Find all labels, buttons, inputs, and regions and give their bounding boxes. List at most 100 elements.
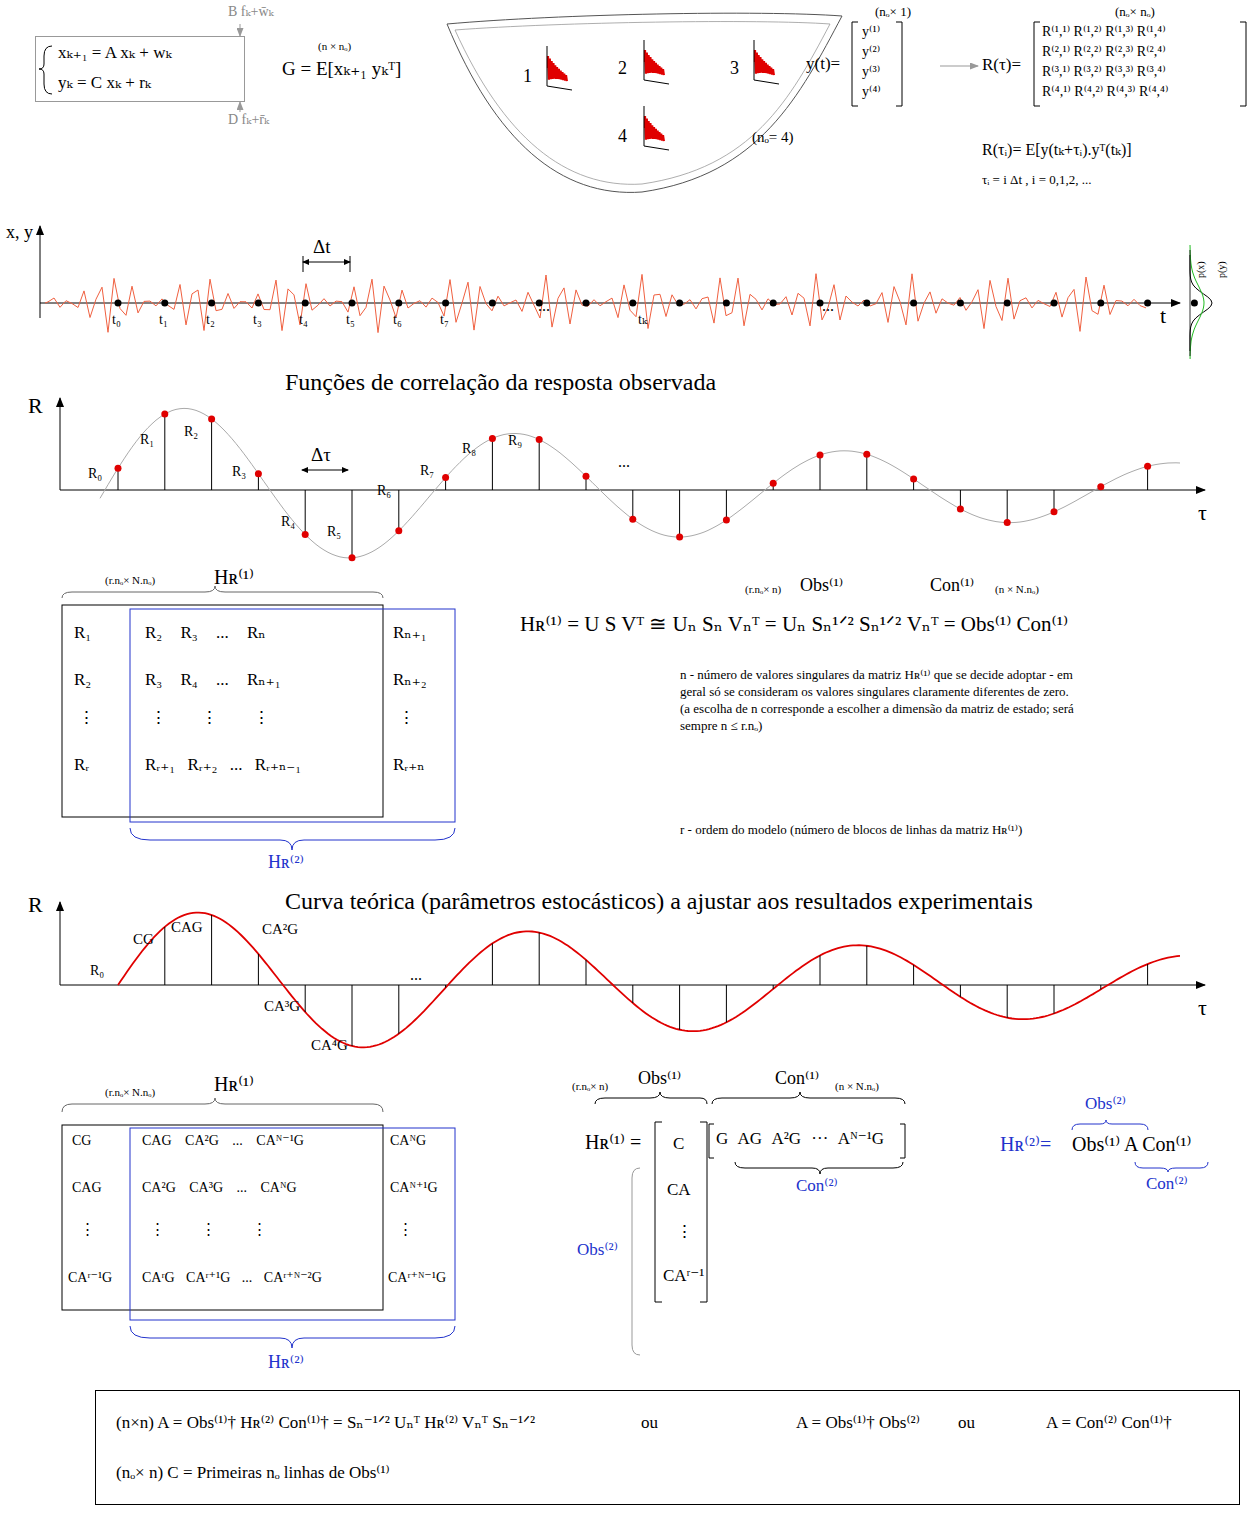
sample-dot [349, 554, 356, 561]
math-label: t₆ [393, 312, 402, 329]
sensor-axis [547, 46, 548, 86]
stem [539, 440, 540, 490]
sample-dot [723, 300, 730, 307]
sample-dot [1004, 519, 1011, 526]
math-label: τᵢ = i Δt , i = 0,1,2, ... [982, 172, 1091, 188]
math-label: t₅ [346, 312, 355, 329]
math-label: R₃ R₄ ... Rₙ₊₁ [145, 670, 281, 690]
structure-outline [447, 13, 842, 192]
structure-inner [455, 22, 830, 185]
stem [1007, 985, 1008, 1018]
math-label: t₀ [112, 312, 121, 329]
sample-dot [302, 531, 309, 538]
math-label: 1 [523, 66, 532, 88]
sample-dot [910, 300, 917, 307]
stem [586, 960, 587, 985]
math-label: ⋮ [398, 708, 415, 728]
stem [492, 438, 493, 490]
formula-text: A = Con⁽²⁾ Con⁽¹⁾† [1046, 1413, 1172, 1433]
axis [60, 902, 61, 985]
sample-dot [676, 534, 683, 541]
brace [632, 1168, 640, 1355]
stem [305, 985, 306, 1012]
math-label: n - número de valores singulares da matr… [680, 666, 1080, 734]
formula-text: yₖ = C xₖ + rₖ [58, 73, 151, 93]
math-label: (nₒ× nₒ) [1115, 4, 1155, 20]
brace [712, 1092, 905, 1104]
math-label: CG [133, 930, 154, 948]
math-label: t [1160, 303, 1166, 329]
bracket [655, 1122, 707, 1302]
math-label: Δτ [311, 444, 331, 467]
sample-dot [629, 300, 636, 307]
sample-dot [442, 474, 449, 481]
sensor-axis [754, 40, 755, 80]
formula-text: (nₒ× n) C = Primeiras nₒ linhas de Obs⁽¹… [116, 1463, 390, 1483]
stem [398, 490, 399, 531]
formula-box: xₖ₊₁ = A xₖ + wₖyₖ = C xₖ + rₖ [35, 36, 245, 102]
sample-dot [395, 527, 402, 534]
theoretical-curve [118, 913, 1180, 1048]
math-label: Obs⁽²⁾ [1085, 1094, 1126, 1114]
tick [303, 256, 304, 272]
math-label: R⁽⁴,¹⁾ R⁽⁴,²⁾ R⁽⁴,³⁾ R⁽⁴,⁴⁾ [1042, 84, 1168, 101]
sample-dot [770, 300, 777, 307]
stem [820, 455, 821, 490]
hankel-box [130, 609, 455, 822]
math-label: Hʀ⁽²⁾ [268, 852, 304, 874]
sample-dot [489, 300, 496, 307]
sample-dot [957, 300, 964, 307]
math-label: τ [1198, 995, 1207, 1021]
stem [913, 965, 914, 985]
math-label: ⋮ [80, 1220, 95, 1238]
math-label: Rᵣ₊₁ Rᵣ₊₂ ... Rᵣ₊ₙ₋₁ [145, 755, 301, 775]
math-label: R₂ R₃ ... Rₙ [145, 623, 266, 643]
brace [130, 1326, 455, 1348]
sensor-axis [644, 106, 645, 146]
sample-dot [723, 516, 730, 523]
math-label: Obs⁽²⁾ [577, 1240, 618, 1260]
math-label: ⋮ [78, 708, 95, 728]
density-axis [1190, 250, 1191, 356]
stem [726, 490, 727, 520]
stem [1147, 466, 1148, 490]
math-label: 3 [730, 58, 739, 80]
math-label: Hʀ⁽¹⁾ [214, 565, 254, 589]
math-label: y⁽¹⁾ [862, 24, 880, 41]
stem [445, 985, 446, 988]
sample-dot [863, 300, 870, 307]
math-label: Hʀ⁽¹⁾ = U S Vᵀ ≅ Uₙ Sₙ Vₙᵀ = Uₙ Sₙ¹ᐟ² Sₙ… [520, 612, 1068, 637]
math-label: CAG [72, 1180, 102, 1197]
math-label: R [28, 892, 43, 918]
math-label: (r.nₒ× n) [745, 583, 781, 596]
math-label: R⁽²,¹⁾ R⁽²,²⁾ R⁽²,³⁾ R⁽²,⁴⁾ [1042, 44, 1166, 61]
math-label: Δt [313, 236, 331, 259]
math-label: Con⁽²⁾ [1146, 1174, 1188, 1194]
math-label: CAʳ⁺ᴺ⁻¹G [388, 1270, 446, 1287]
sample-dot [255, 470, 262, 477]
math-label: ... [618, 452, 630, 471]
math-label: Funções de correlação da resposta observ… [285, 368, 716, 397]
math-label: ... [410, 965, 422, 984]
sample-dot [442, 300, 449, 307]
math-label: ⋮ [676, 1222, 693, 1242]
math-label: CA³G [264, 997, 300, 1015]
math-label: Hʀ⁽¹⁾ = [585, 1130, 641, 1154]
sample-dot [629, 516, 636, 523]
brace [1072, 1120, 1148, 1130]
math-label: CAG CA²G ... CAᴺ⁻¹G [142, 1133, 304, 1150]
sample-dot [161, 411, 168, 418]
sample-dot [957, 505, 964, 512]
math-label: x, y [6, 222, 33, 244]
sample-dot [1144, 463, 1151, 470]
hankel-box [62, 605, 383, 817]
math-label: Hʀ⁽²⁾= [1000, 1132, 1051, 1156]
math-label: (r.nₒ× n) [572, 1080, 608, 1093]
math-label: (n × N.nₒ) [995, 583, 1039, 596]
density-curve [1190, 255, 1212, 351]
stem [866, 946, 867, 985]
stem [352, 490, 353, 558]
stem [679, 490, 680, 537]
dimension [303, 262, 350, 263]
math-label: CAᴺ⁺¹G [390, 1180, 438, 1197]
